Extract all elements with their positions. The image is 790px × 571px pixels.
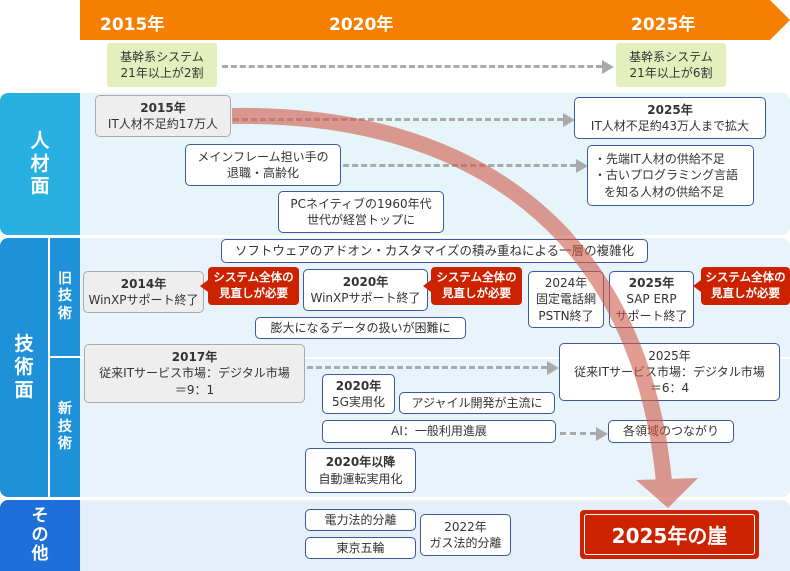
section-old-tech: 旧技術 [50, 238, 80, 356]
cliff-2025-badge: 2025年の崖 [580, 510, 759, 559]
section-gijutsu: 技術面 [0, 238, 48, 497]
review-needed-tag: システム全体の見直しが必要 [423, 267, 522, 305]
power-separation: 電力法的分離 [305, 509, 416, 531]
dashed-arrow [233, 113, 575, 127]
domain-connection: 各領域のつながり [608, 420, 734, 443]
timeline-bar [80, 0, 770, 40]
gas-separation: 2022年ガス法的分離 [420, 514, 511, 556]
year-2025: 2025年 [631, 15, 696, 35]
cliff-label: 2025年の崖 [584, 514, 755, 555]
data-difficulty: 膨大になるデータの扱いが困難に [255, 317, 466, 339]
dashed-arrow [222, 60, 614, 74]
section-jinzai: 人材面 [0, 93, 80, 235]
year-2020: 2020年 [329, 15, 394, 35]
timeline-arrow-tip [770, 0, 790, 40]
dashed-arrow [343, 159, 588, 173]
section-other: その他 [0, 500, 80, 571]
year-2015: 2015年 [100, 15, 165, 35]
autonomous-driving: 2020年以降自動運転実用化 [305, 448, 416, 493]
market-2017: 2017年従来ITサービス市場：デジタル市場＝9：1 [84, 344, 305, 403]
review-needed-tag: システム全体の見直しが必要 [693, 267, 790, 305]
talent-shortage: ・先端IT人材の供給不足・古いプログラミング言語を知る人材の供給不足 [587, 145, 754, 206]
dashed-arrow [560, 427, 608, 441]
pc-native: PCネイティブの1960年代世代が経営トップに [278, 191, 444, 233]
tokyo-olympics: 東京五輪 [305, 537, 416, 559]
mainframe-retire: メインフレーム担い手の退職・高齢化 [185, 144, 341, 186]
review-needed-tag: システム全体の見直しが必要 [200, 267, 299, 305]
agile-dev: アジャイル開発が主流に [399, 392, 555, 414]
market-2025: 2025年従来ITサービス市場：デジタル市場＝6：4 [559, 343, 780, 401]
dashed-arrow [307, 361, 559, 375]
software-complexity: ソフトウェアのアドオン・カスタマイズの積み重ねによる一層の複雑化 [221, 239, 648, 263]
section-new-tech: 新技術 [50, 358, 80, 497]
ai-adoption: AI：一般利用進展 [322, 420, 556, 443]
